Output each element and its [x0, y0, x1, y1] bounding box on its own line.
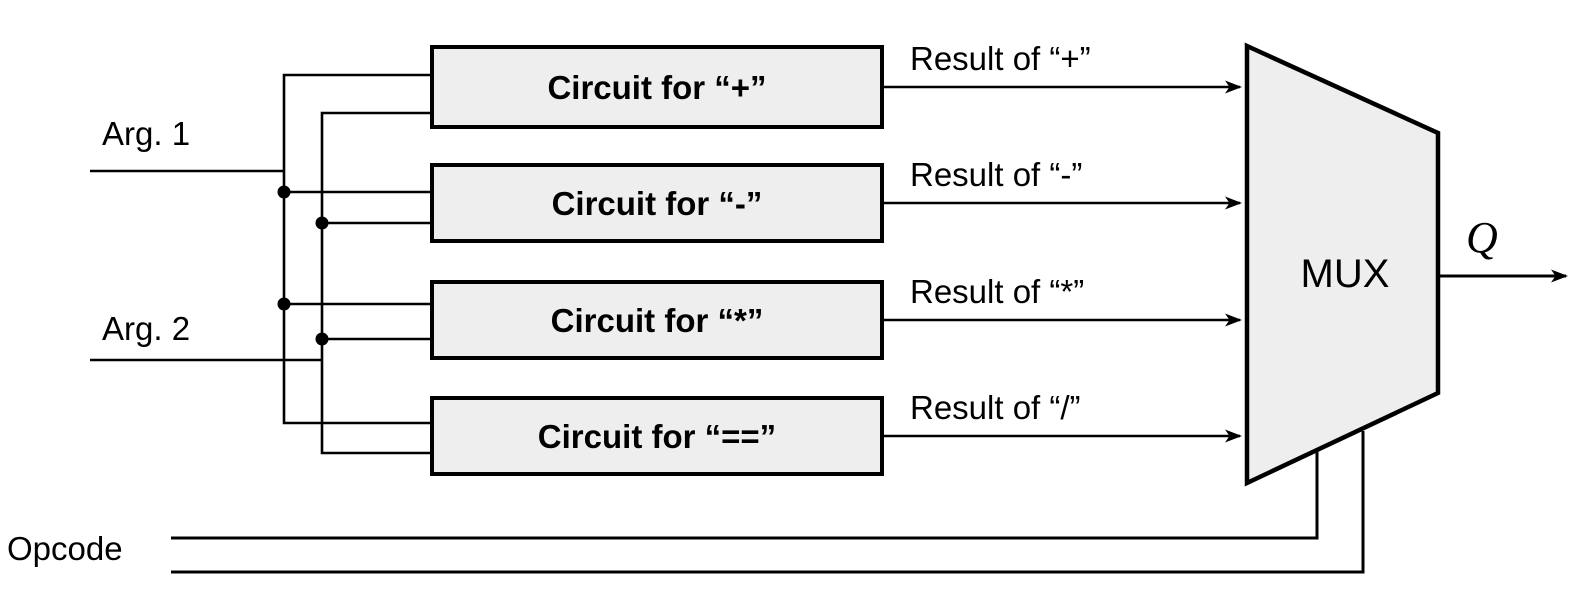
junction-dot	[315, 216, 329, 230]
arg2-label: Arg. 2	[102, 310, 190, 347]
junction-dot	[277, 297, 291, 311]
result-label-div: Result of “/”	[910, 389, 1081, 426]
result-label-plus: Result of “+”	[910, 40, 1091, 77]
circuit-box-equals	[430, 396, 884, 476]
circuit-box-label: Circuit for “+”	[547, 69, 766, 106]
circuit-box-label: Circuit for “==”	[538, 418, 776, 455]
opcode-label: Opcode	[7, 530, 123, 567]
arg2-bus-line	[320, 111, 432, 455]
output-label: Q	[1466, 213, 1498, 262]
result-label-minus: Result of “-”	[910, 156, 1082, 193]
arg1-bus-line	[282, 73, 432, 425]
opcode-select-line-2	[171, 431, 1365, 574]
circuit-box-label: Circuit for “-”	[552, 185, 763, 222]
junction-dot	[277, 185, 291, 199]
arg1-label: Arg. 1	[102, 115, 190, 152]
opcode-select-line-1	[171, 452, 1319, 540]
circuit-box-label: Circuit for “*”	[551, 302, 764, 339]
result-label-mult: Result of “*”	[910, 273, 1084, 310]
circuit-box-plus	[430, 45, 884, 129]
mux-label: MUX	[1301, 252, 1390, 296]
circuit-box-minus	[430, 163, 884, 243]
mux-shape	[1244, 42, 1441, 487]
junction-dot	[315, 332, 329, 346]
circuit-box-mult	[430, 280, 884, 360]
